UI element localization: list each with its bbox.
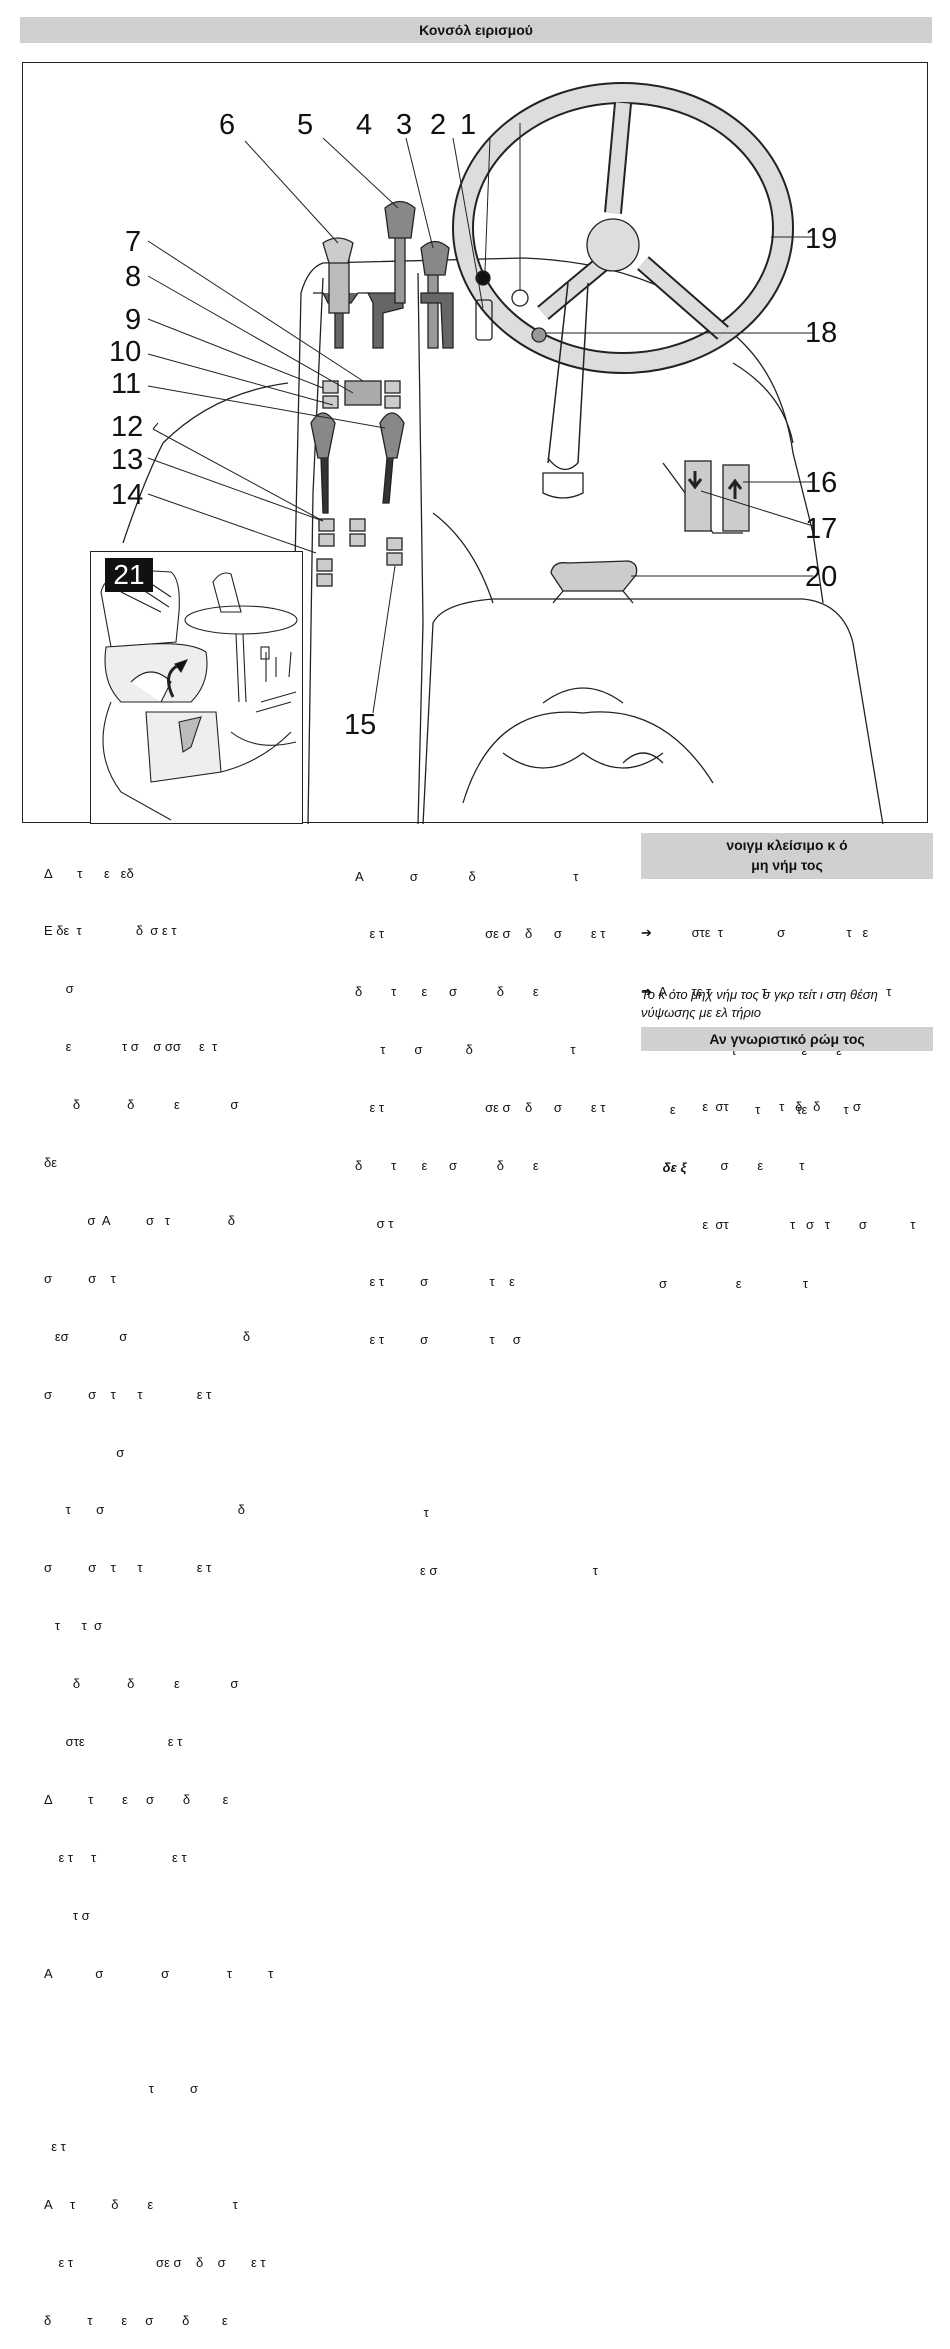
callout-15: 15 [344,709,377,741]
text-line: Α τ δ ε τ [44,2197,238,2213]
text-line: ε τ τε τ [641,1101,849,1117]
text-line: ➔ Α τε τ τ τ [641,983,892,999]
text-line: Ε δε τ δ σ ε τ [44,923,177,939]
text-line: τ [355,1505,429,1521]
callout-8: 8 [125,261,142,293]
text-line: Δ τ ε σ δ ε [44,1791,229,1807]
console-illustration [122,82,884,824]
callout-12: 12 [111,411,144,443]
text-line: Α σ σ τ τ [44,1965,274,1981]
text-line: σ σ τ τ ε τ [44,1386,212,1402]
text-line: δ δ ε σ [44,1097,239,1113]
callout-10: 10 [109,336,142,368]
text-line: τ σ [44,1907,90,1923]
section-heading-line: μη νήμ τος [751,857,823,873]
text-line: σ ε τ [641,1157,805,1173]
text-line: ε τ σε σ δ σ ε τ [355,926,606,942]
callout-18: 18 [805,317,838,349]
text-line [355,1388,605,1407]
text-line: ε σ τ [355,1563,598,1579]
callout-13: 13 [111,444,144,476]
text-line: σ [44,981,74,997]
text-line: δ τ ε σ δ ε [44,2312,228,2328]
text-line: τ σ δ τ [355,1042,576,1058]
text-line: ε τ σ τ ε [355,1273,515,1289]
text-line: σ σ τ [44,1270,116,1286]
note-label: δε ξ [641,1160,687,1176]
seat-detail-illustration [100,569,298,821]
text-line: ε τ [44,2139,66,2155]
text-column-1: Δ τ ε εδ Ε δε τ δ σ ε τ σ ε τ σ σ σσ ε τ… [44,825,273,2349]
text-line: τ τ σ [44,1618,103,1634]
callout-19: 19 [805,223,838,255]
text-line: τ σ [44,2081,199,2097]
callout-9: 9 [125,304,142,336]
text-column-4: ε στ τ δ δ σ σ ε τ ε στ τ σ τ σ τ σ ε [641,1058,933,1313]
text-line: τ σ δ [44,1502,245,1518]
text-line: ε τ σ σ σσ ε τ [44,1039,218,1055]
text-line: Δ τ ε εδ [44,865,134,881]
text-line: δε [44,1155,58,1171]
text-line: ε τ τ ε τ [44,1849,187,1865]
text-line: δ τ ε σ δ ε [355,984,539,1000]
text-line: ε τ σε σ δ σ ε τ [44,2254,266,2270]
callout-4: 4 [356,109,373,141]
callout-7: 7 [125,226,142,258]
text-line: ε στ τ δ δ σ [641,1099,861,1115]
italic-note: Το κ ότο μηχ νήμ τος σ γκρ τείτ ι στη θέ… [641,987,878,1020]
operating-console-figure: 6 5 4 3 2 1 7 8 9 10 11 12 13 14 15 16 1… [22,62,928,824]
text-line: Α σ δ τ [355,868,579,884]
text-line: ε τ σ τ σ [355,1331,521,1347]
text-line: δ τ ε σ δ ε [355,1158,539,1174]
text-line [355,1446,605,1465]
text-line: εσ σ δ [44,1328,251,1344]
section-heading-box-1: νοιγμ κλείσιμο κ ό μη νήμ τος [641,833,933,879]
callout-6: 6 [219,109,236,141]
inset-number-21: 21 [105,558,153,592]
callout-16: 16 [805,467,838,499]
detail-inset: 21 [90,551,303,824]
text-line: δ δ ε σ [44,1676,239,1692]
text-line: ε τ σε σ δ σ ε τ [355,1100,606,1116]
text-line: σ ε τ [641,1275,809,1291]
section-heading-box-2: Αν γνωριστικό ρώμ τος [641,1027,933,1051]
callout-2: 2 [430,109,447,141]
text-line: σ [44,1444,125,1460]
text-line [44,2021,273,2040]
text-line: στε ε τ [44,1733,183,1749]
callout-20: 20 [805,561,838,593]
text-line: σ σ τ τ ε τ [44,1560,212,1576]
callout-11: 11 [111,368,142,400]
callout-1: 1 [460,109,477,141]
callout-3: 3 [396,109,413,141]
section-heading-line: νοιγμ κλείσιμο κ ό [726,837,848,853]
text-line: σ τ [355,1215,394,1231]
callout-17: 17 [805,513,838,545]
page-title: Κονσόλ ειρισμού [20,17,932,43]
text-line: ε στ τ σ τ σ τ [641,1216,916,1232]
callout-14: 14 [111,479,144,511]
text-line: σ Α σ τ δ [44,1212,235,1228]
text-column-2: Α σ δ τ ε τ σε σ δ σ ε τ δ τ ε σ δ ε τ σ [355,828,605,1600]
callout-5: 5 [297,109,314,141]
text-line: ➔ στε τ σ τ ε [641,925,869,941]
